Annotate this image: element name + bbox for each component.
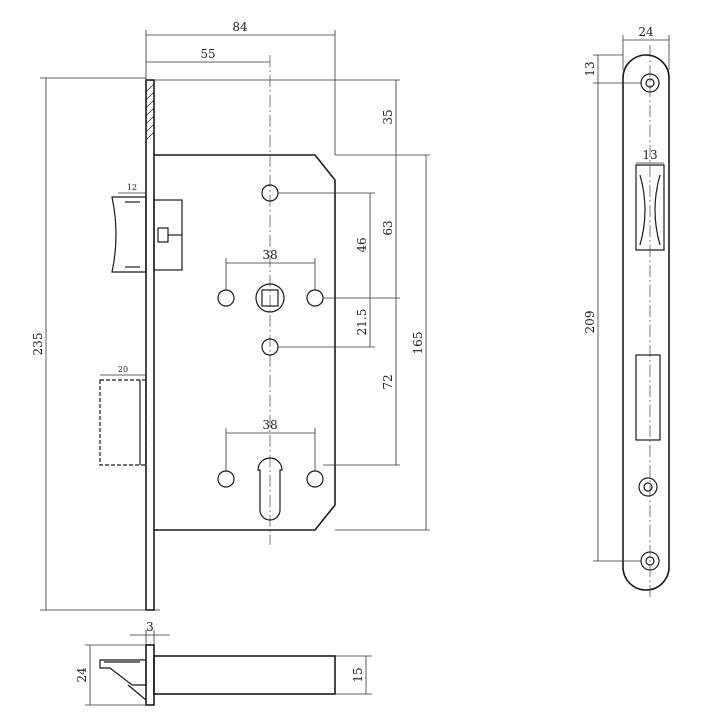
dim-label-3: 3 xyxy=(146,620,154,634)
dim-label-38-bottom: 38 xyxy=(262,418,277,432)
dim-case-thickness: 15 xyxy=(335,655,372,695)
forend-plate xyxy=(145,79,155,611)
deadbolt xyxy=(99,379,147,466)
bottom-case xyxy=(153,655,336,695)
dim-follower-to-cylinder: 72 xyxy=(323,298,400,466)
bottom-latch-edge xyxy=(127,684,147,701)
dim-label-13-side: 13 xyxy=(583,61,597,76)
dim-label-24-bottom: 24 xyxy=(75,667,89,683)
bottom-forend xyxy=(145,644,155,706)
faceplate-mid-screw-outer xyxy=(638,477,658,497)
lock-case xyxy=(154,154,336,531)
latch-bolt xyxy=(111,196,183,273)
cylinder-left-hole xyxy=(217,470,235,488)
faceplate-outline xyxy=(622,54,670,591)
cylinder-right-hole xyxy=(306,470,324,488)
dim-label-12: 12 xyxy=(127,183,137,192)
faceplate-latch-curve-left xyxy=(639,174,646,246)
dim-faceplate-screw-span: 209 xyxy=(583,83,641,562)
dim-faceplate-hole-offset: 13 xyxy=(583,54,641,84)
faceplate-latch-curve-right xyxy=(654,174,661,246)
dim-label-15: 15 xyxy=(351,667,365,682)
front-view: 84 55 235 35 46 63 xyxy=(31,20,430,611)
dim-forend-height: 235 xyxy=(31,77,160,611)
dim-label-63: 63 xyxy=(381,220,395,235)
dim-case-height: 165 xyxy=(335,155,430,531)
dim-label-24: 24 xyxy=(638,25,654,39)
dim-bottom-height: 24 xyxy=(75,644,146,706)
bottom-latch xyxy=(99,659,147,686)
follower xyxy=(255,283,285,313)
dim-cylinder-span: 38 xyxy=(225,418,316,471)
forend-hatch xyxy=(145,83,155,141)
dim-top-hole-span: 63 xyxy=(335,154,430,298)
dim-label-209: 209 xyxy=(583,311,597,334)
dim-follower-to-lower: 21.5 xyxy=(278,298,375,348)
cylinder-cutout xyxy=(257,457,283,521)
dim-follower-to-top: 46 xyxy=(278,192,375,298)
dim-label-72: 72 xyxy=(381,374,395,389)
dim-deadbolt-width: 20 xyxy=(100,365,146,376)
follower-left-hole xyxy=(217,289,235,307)
dim-total-width: 84 xyxy=(145,20,336,155)
bottom-view: 3 24 15 xyxy=(75,620,372,706)
dim-label-21-5: 21.5 xyxy=(355,309,369,336)
dim-latch-width: 12 xyxy=(118,183,146,194)
follower-right-hole xyxy=(306,289,324,307)
faceplate-latch-opening xyxy=(635,164,665,251)
dim-faceplate-width: 24 xyxy=(622,25,670,70)
dim-faceplate-latch: 13 xyxy=(636,148,664,164)
faceplate-view: 24 13 13 209 xyxy=(583,25,670,600)
dim-label-46: 46 xyxy=(355,237,369,252)
dim-forend-thickness: 3 xyxy=(130,620,170,645)
faceplate-mid-screw-inner xyxy=(643,482,653,492)
dim-label-38-top: 38 xyxy=(262,248,277,262)
dim-label-35: 35 xyxy=(381,109,395,124)
dim-top-offset: 35 xyxy=(154,79,400,155)
faceplate-deadbolt-opening xyxy=(635,354,661,441)
dim-label-13-latch: 13 xyxy=(642,148,657,162)
dim-label-84: 84 xyxy=(232,20,248,34)
dim-label-20: 20 xyxy=(118,365,128,374)
dim-backset: 55 xyxy=(146,47,270,63)
dim-label-235: 235 xyxy=(31,333,45,356)
dim-label-165: 165 xyxy=(411,332,425,355)
dim-follower-span: 38 xyxy=(225,248,316,290)
dim-label-55: 55 xyxy=(200,47,215,61)
